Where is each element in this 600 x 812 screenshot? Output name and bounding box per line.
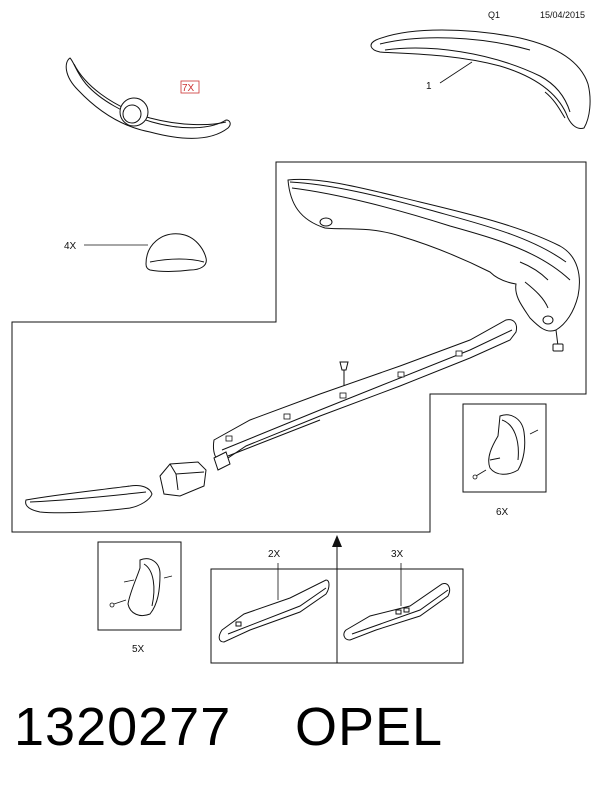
header-code: Q1 — [488, 10, 500, 20]
mudflap-front-screws — [109, 575, 173, 608]
brand-name: OPEL — [295, 697, 444, 757]
roof-spoiler-drawing — [370, 29, 591, 129]
callout-trim-b: 3X — [391, 549, 404, 560]
callout-mudflap-front: 5X — [132, 644, 145, 655]
callout-spoiler: 1 — [426, 81, 432, 92]
callout-grille: 7X — [182, 83, 195, 94]
mirror-cap-drawing — [145, 233, 207, 272]
side-sill-clips — [225, 350, 463, 442]
spoiler-leader-line — [439, 61, 473, 84]
mudflap-rear-box — [462, 403, 547, 493]
callout-trim-a: 2X — [268, 549, 281, 560]
mudflap-rear-drawing — [488, 414, 526, 475]
front-lip-drawing — [25, 485, 153, 514]
mudflap-front-box — [97, 541, 182, 631]
header-date: 15/04/2015 — [540, 10, 585, 20]
part-number: 1320277 — [14, 697, 232, 757]
callout-mirror-cap: 4X — [64, 241, 77, 252]
side-trim-a-drawing — [218, 579, 330, 643]
grille-bar-drawing — [65, 57, 231, 139]
side-sill-drawing — [213, 319, 517, 463]
push-pin-drawing — [339, 361, 349, 386]
main-kit-frame — [11, 161, 587, 533]
grille-callout-box — [180, 80, 200, 94]
side-trim-b-drawing — [343, 583, 451, 641]
connector-arrow — [332, 535, 342, 547]
callout-mudflap-rear: 6X — [496, 507, 509, 518]
bracket-clip-drawing — [159, 451, 231, 497]
mudflap-rear-screw — [472, 429, 539, 480]
mudflap-front-drawing — [127, 558, 161, 617]
rear-diffuser-drawing — [287, 178, 580, 332]
screw-diffuser-drawing — [552, 329, 564, 352]
